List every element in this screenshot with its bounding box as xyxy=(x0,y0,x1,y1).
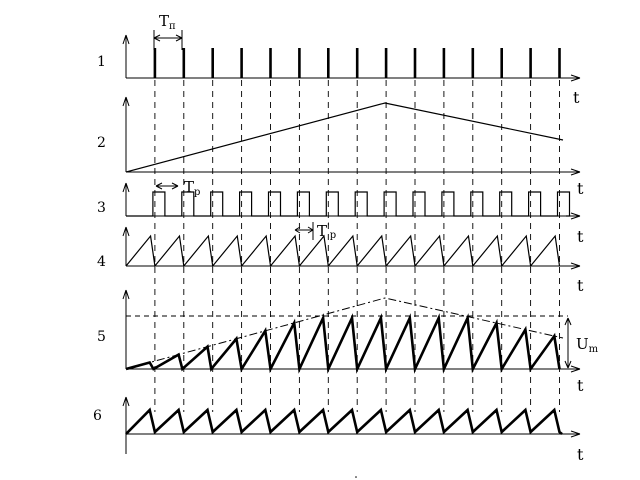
row-label-4: 4 xyxy=(97,254,106,270)
axis-x-arrow-3 xyxy=(570,212,581,220)
axis-y-arrow-4 xyxy=(122,226,130,237)
axis-label-t-6: t xyxy=(577,445,584,464)
row-4-sawtooth-signal xyxy=(125,234,561,268)
axis-x-arrow-5 xyxy=(570,365,581,373)
pulse-period-label: T xyxy=(159,12,169,30)
row-6-limited-sawtooth xyxy=(125,407,563,436)
row-label-2: 2 xyxy=(97,135,106,151)
axis-label-t-3: t xyxy=(577,227,584,246)
amplitude-subscript: m xyxy=(589,344,599,355)
sample-width-prime-subscript: p xyxy=(330,230,336,241)
row-5-modulated-sawtooth xyxy=(125,313,561,374)
row-3-rectangular-pulses xyxy=(126,191,571,217)
row-label-6: 6 xyxy=(93,408,102,424)
pulse-period-subscript: п xyxy=(169,21,176,32)
sample-width-prime-annotation: T'p xyxy=(294,222,336,241)
axis-x-arrow-6 xyxy=(570,430,581,438)
axis-label-t-1: t xyxy=(573,88,580,107)
svg-text:Um: Um xyxy=(576,335,599,355)
sample-width-prime-mark: ' xyxy=(327,222,330,233)
sample-width-subscript: p xyxy=(194,187,200,198)
svg-text:Tp: Tp xyxy=(184,178,200,198)
axis-y-arrow-3 xyxy=(122,182,130,193)
row-5-dashdot-envelope xyxy=(125,297,564,370)
stray-dot xyxy=(355,476,357,478)
axis-y-arrow-2 xyxy=(122,96,130,107)
axes xyxy=(122,34,581,454)
row-2-envelope-signal xyxy=(125,102,564,173)
row-label-5: 5 xyxy=(97,329,106,345)
axis-label-t-5: t xyxy=(577,376,584,395)
dashed-time-markers xyxy=(154,80,560,412)
amplitude-annotation: Um xyxy=(564,317,599,369)
sample-width-prime-label: T xyxy=(317,222,327,240)
row-1-pulse-train xyxy=(153,48,561,78)
sample-width-annotation: Tp xyxy=(155,178,200,198)
pulse-period-annotation: Tп xyxy=(153,12,183,50)
svg-text:T'p: T'p xyxy=(317,222,336,241)
axis-label-t-4: t xyxy=(577,276,584,295)
axis-y-arrow-1 xyxy=(122,34,130,45)
axis-y-arrow-6 xyxy=(122,396,130,407)
axis-label-t-2: t xyxy=(577,179,584,198)
axis-y-arrow-5 xyxy=(122,289,130,300)
svg-text:Tп: Tп xyxy=(159,12,176,32)
sample-width-label: T xyxy=(184,178,194,196)
row-label-3: 3 xyxy=(97,200,106,216)
axis-x-arrow-2 xyxy=(570,168,581,176)
amplitude-label: U xyxy=(576,335,589,353)
axis-x-arrow-1 xyxy=(570,74,581,82)
row-label-1: 1 xyxy=(97,54,106,70)
axis-x-arrow-4 xyxy=(570,262,581,270)
